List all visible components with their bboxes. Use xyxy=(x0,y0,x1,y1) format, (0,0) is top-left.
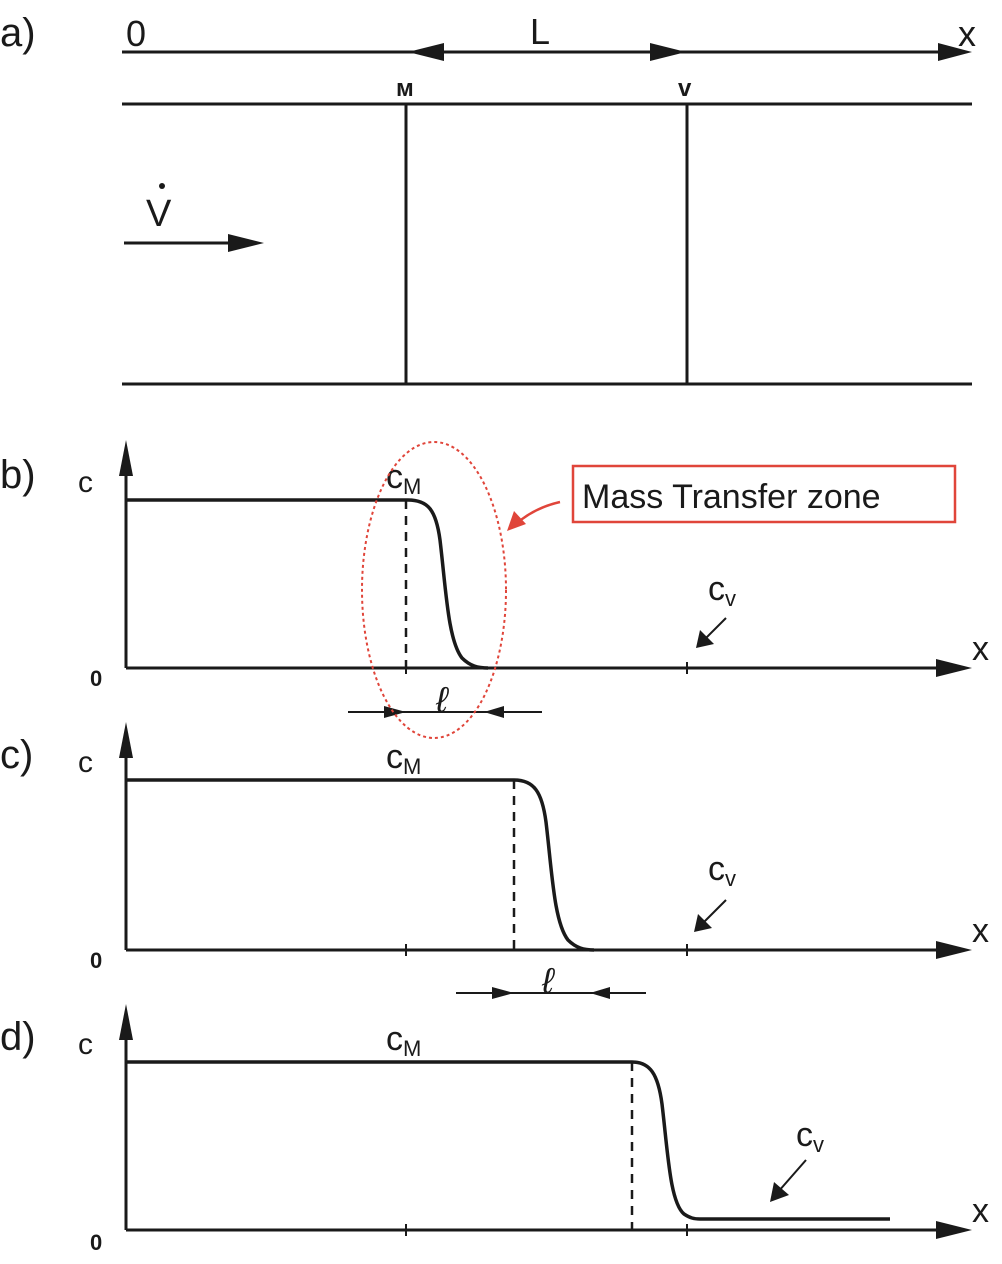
width-label: ℓ xyxy=(541,960,556,1001)
panel-d: d) c 0 x cM cv xyxy=(0,1004,989,1255)
origin-label: 0 xyxy=(126,13,146,54)
panel-c-label: c) xyxy=(0,733,33,777)
y-axis-label: c xyxy=(78,1028,93,1061)
callout-text: Mass Transfer zone xyxy=(582,478,881,516)
x-axis-arrowhead xyxy=(938,43,972,61)
cv-pointer-arrowhead xyxy=(696,630,714,648)
cv-pointer-arrowhead xyxy=(770,1182,789,1202)
x-axis-label: x xyxy=(958,13,976,54)
callout-box xyxy=(571,464,957,524)
cv-label: cv xyxy=(708,850,736,891)
cv-pointer-arrowhead xyxy=(694,914,712,932)
concentration-profile xyxy=(126,498,489,670)
origin-label: 0 xyxy=(90,948,102,973)
concentration-profile xyxy=(126,1060,890,1221)
x-axis-label: x xyxy=(972,912,989,950)
length-arrow-left xyxy=(408,43,444,61)
length-label: L xyxy=(530,11,550,52)
panel-d-label: d) xyxy=(0,1015,36,1059)
x-axis-arrowhead xyxy=(936,1221,972,1239)
origin-label: 0 xyxy=(90,666,102,691)
y-axis-label: c xyxy=(78,466,93,499)
cv-label: cv xyxy=(796,1116,824,1157)
cv-pointer-line xyxy=(701,899,727,925)
y-axis-arrowhead xyxy=(119,722,133,758)
length-arrow-right xyxy=(650,43,686,61)
cv-pointer-line xyxy=(703,617,727,641)
y-axis-arrowhead xyxy=(119,1004,133,1040)
flow-arrowhead xyxy=(228,234,264,252)
cv-pointer-line xyxy=(777,1159,807,1193)
width-label: ℓ xyxy=(435,679,450,720)
flow-label: V xyxy=(146,193,172,235)
y-axis-label: c xyxy=(78,746,93,779)
cv-label: cv xyxy=(708,570,736,611)
panel-b: b) c 0 x cM cv ℓ Mass Transfer zone xyxy=(0,440,989,739)
width-arrow-right xyxy=(484,706,504,718)
mark-v-label: v xyxy=(678,75,692,102)
panel-a: a) 0 L x м v V xyxy=(0,11,976,386)
mark-m-label: м xyxy=(396,75,414,102)
panel-a-label: a) xyxy=(0,11,36,55)
x-axis-label: x xyxy=(972,1192,989,1230)
width-arrow-left xyxy=(492,987,514,999)
width-arrow-right xyxy=(590,987,610,999)
panel-c: c) c 0 x cM cv ℓ xyxy=(0,722,989,1001)
flow-dot xyxy=(159,183,165,189)
width-arrow-left xyxy=(384,706,406,718)
cm-label: cM xyxy=(386,1020,421,1061)
concentration-profile xyxy=(126,778,595,952)
origin-label: 0 xyxy=(90,1230,102,1255)
mass-transfer-zone-ellipse xyxy=(361,441,507,739)
y-axis-arrowhead xyxy=(119,440,133,476)
x-axis-label: x xyxy=(972,630,989,668)
cm-label: cM xyxy=(386,738,421,779)
x-axis-arrowhead xyxy=(936,941,972,959)
callout-pointer-arrowhead xyxy=(507,511,526,531)
cm-label: cM xyxy=(386,458,421,499)
panel-b-label: b) xyxy=(0,453,36,497)
x-axis-arrowhead xyxy=(936,659,972,677)
